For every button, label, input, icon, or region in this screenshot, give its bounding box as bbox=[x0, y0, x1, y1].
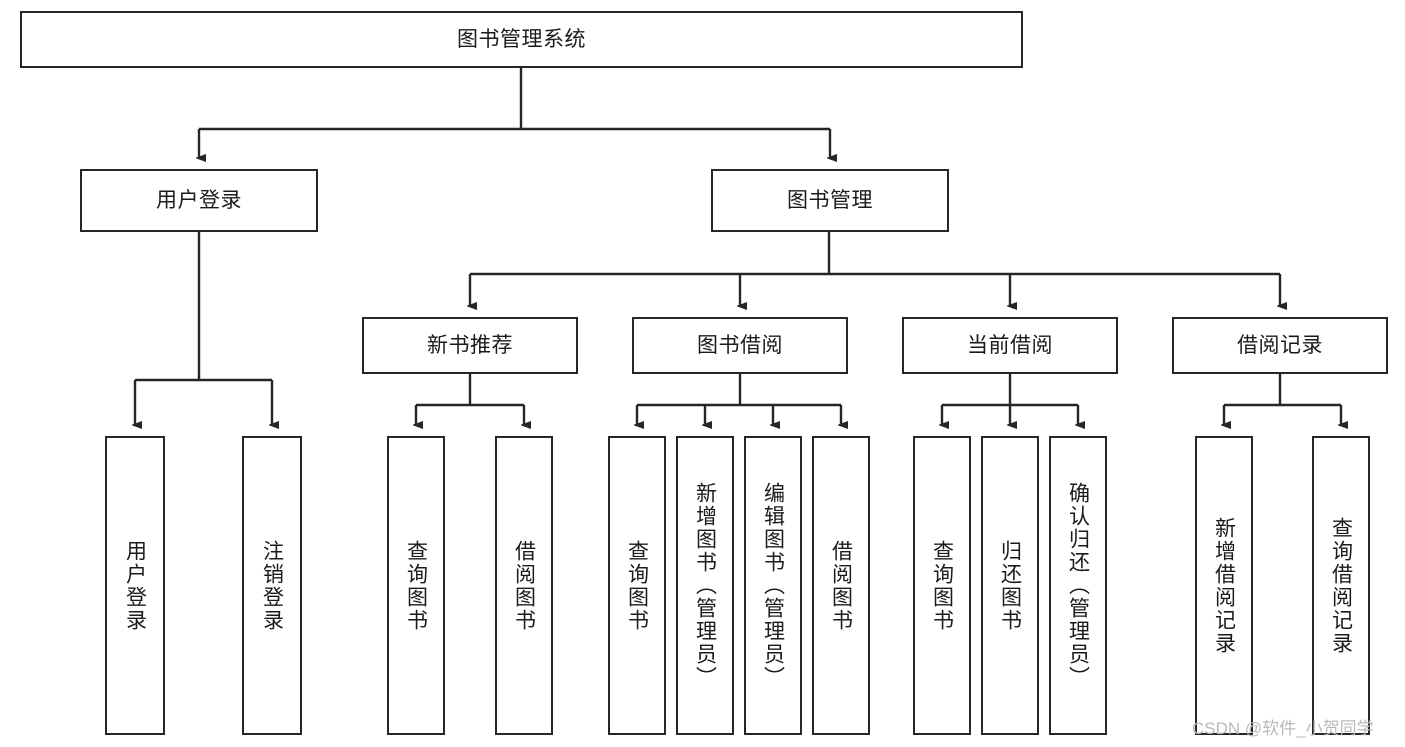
node-label: 图书管理系统 bbox=[457, 27, 586, 51]
node-label: 归还图书 bbox=[998, 539, 1022, 632]
node-user-login[interactable]: 用户登录 bbox=[80, 169, 318, 232]
node-label: 新增借阅记录 bbox=[1212, 516, 1236, 655]
node-label: 确认归还（管理员） bbox=[1066, 482, 1090, 689]
node-leaf-add-book-admin[interactable]: 新增图书（管理员） bbox=[676, 436, 734, 735]
node-leaf-query-borrow-record[interactable]: 查询借阅记录 bbox=[1312, 436, 1370, 735]
watermark-text: CSDN @软件_小贺同学 bbox=[1192, 719, 1374, 738]
node-root-book-management-system[interactable]: 图书管理系统 bbox=[20, 11, 1023, 68]
node-new-book-recommend[interactable]: 新书推荐 bbox=[362, 317, 578, 374]
node-label: 注销登录 bbox=[260, 539, 284, 632]
node-label: 新书推荐 bbox=[427, 333, 513, 357]
node-leaf-query-book-recommend[interactable]: 查询图书 bbox=[387, 436, 445, 735]
node-borrow-record[interactable]: 借阅记录 bbox=[1172, 317, 1388, 374]
node-label: 查询借阅记录 bbox=[1329, 516, 1353, 655]
node-book-borrow[interactable]: 图书借阅 bbox=[632, 317, 848, 374]
node-leaf-return-book[interactable]: 归还图书 bbox=[981, 436, 1039, 735]
node-leaf-user-login[interactable]: 用户登录 bbox=[105, 436, 165, 735]
node-label: 图书管理 bbox=[787, 188, 873, 212]
node-leaf-edit-book-admin[interactable]: 编辑图书（管理员） bbox=[744, 436, 802, 735]
node-book-management[interactable]: 图书管理 bbox=[711, 169, 949, 232]
node-label: 查询图书 bbox=[930, 539, 954, 632]
node-leaf-borrow-book[interactable]: 借阅图书 bbox=[812, 436, 870, 735]
node-label: 查询图书 bbox=[625, 539, 649, 632]
node-leaf-logout[interactable]: 注销登录 bbox=[242, 436, 302, 735]
node-label: 图书借阅 bbox=[697, 333, 783, 357]
node-label: 用户登录 bbox=[156, 188, 242, 212]
node-label: 查询图书 bbox=[404, 539, 428, 632]
node-leaf-query-book-borrow[interactable]: 查询图书 bbox=[608, 436, 666, 735]
node-label: 借阅图书 bbox=[829, 539, 853, 632]
node-label: 当前借阅 bbox=[967, 333, 1053, 357]
node-leaf-query-book-current[interactable]: 查询图书 bbox=[913, 436, 971, 735]
node-label: 编辑图书（管理员） bbox=[761, 482, 785, 689]
node-label: 借阅记录 bbox=[1237, 333, 1323, 357]
node-label: 用户登录 bbox=[123, 539, 147, 632]
node-label: 新增图书（管理员） bbox=[693, 482, 717, 689]
node-current-borrow[interactable]: 当前借阅 bbox=[902, 317, 1118, 374]
node-leaf-borrow-book-recommend[interactable]: 借阅图书 bbox=[495, 436, 553, 735]
node-leaf-confirm-return-admin[interactable]: 确认归还（管理员） bbox=[1049, 436, 1107, 735]
node-label: 借阅图书 bbox=[512, 539, 536, 632]
node-leaf-add-borrow-record[interactable]: 新增借阅记录 bbox=[1195, 436, 1253, 735]
